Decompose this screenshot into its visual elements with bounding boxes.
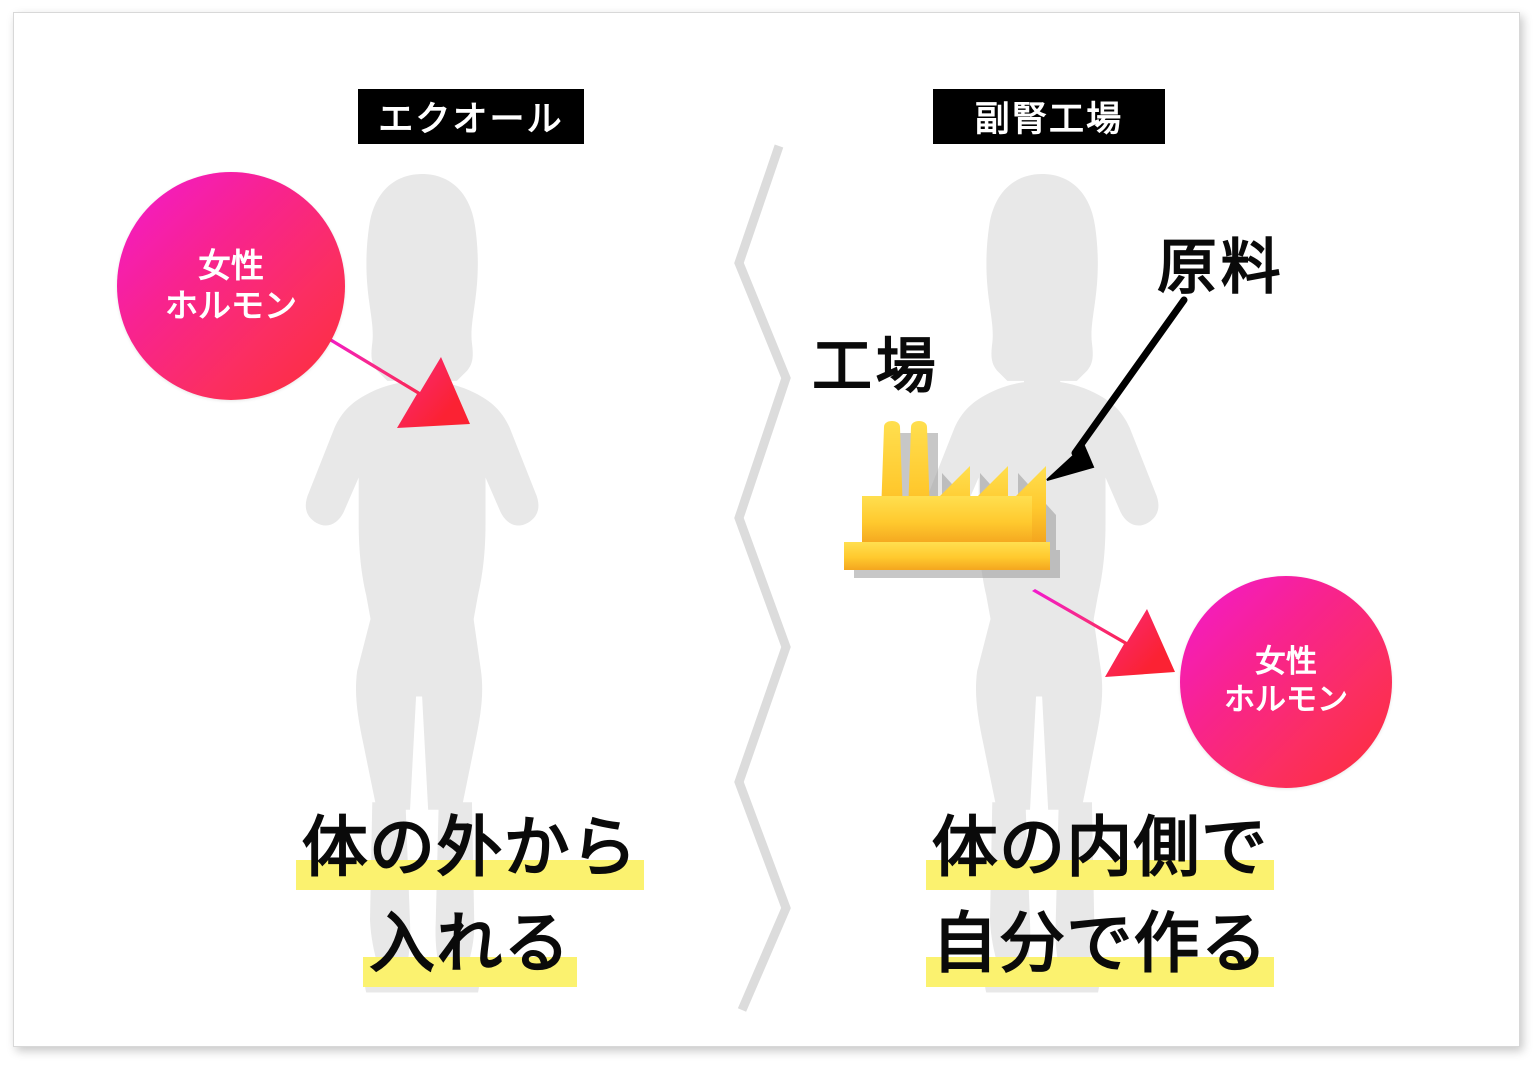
caption-left: 体の外から 入れる xyxy=(250,800,690,993)
caption-left-line1: 体の外から xyxy=(250,800,690,896)
caption-left-line2: 入れる xyxy=(250,896,690,992)
hormone-bubble-right-line2: ホルモン xyxy=(1224,682,1348,718)
caption-right-line2: 自分で作る xyxy=(880,896,1320,992)
panel-title-adrenal-factory: 副腎工場 xyxy=(933,89,1165,144)
hormone-bubble-right: 女性 ホルモン xyxy=(1180,576,1392,788)
caption-right: 体の内側で 自分で作る xyxy=(880,800,1320,993)
caption-right-line1: 体の内側で xyxy=(880,800,1320,896)
hormone-bubble-left-line1: 女性 xyxy=(198,245,264,285)
raw-material-label: 原料 xyxy=(1157,233,1285,303)
factory-label: 工場 xyxy=(812,332,940,402)
hormone-bubble-left: 女性 ホルモン xyxy=(117,172,345,400)
hormone-bubble-left-line2: ホルモン xyxy=(165,286,297,325)
panel-title-equol: エクオール xyxy=(358,89,584,144)
hormone-bubble-right-line1: 女性 xyxy=(1255,644,1317,681)
